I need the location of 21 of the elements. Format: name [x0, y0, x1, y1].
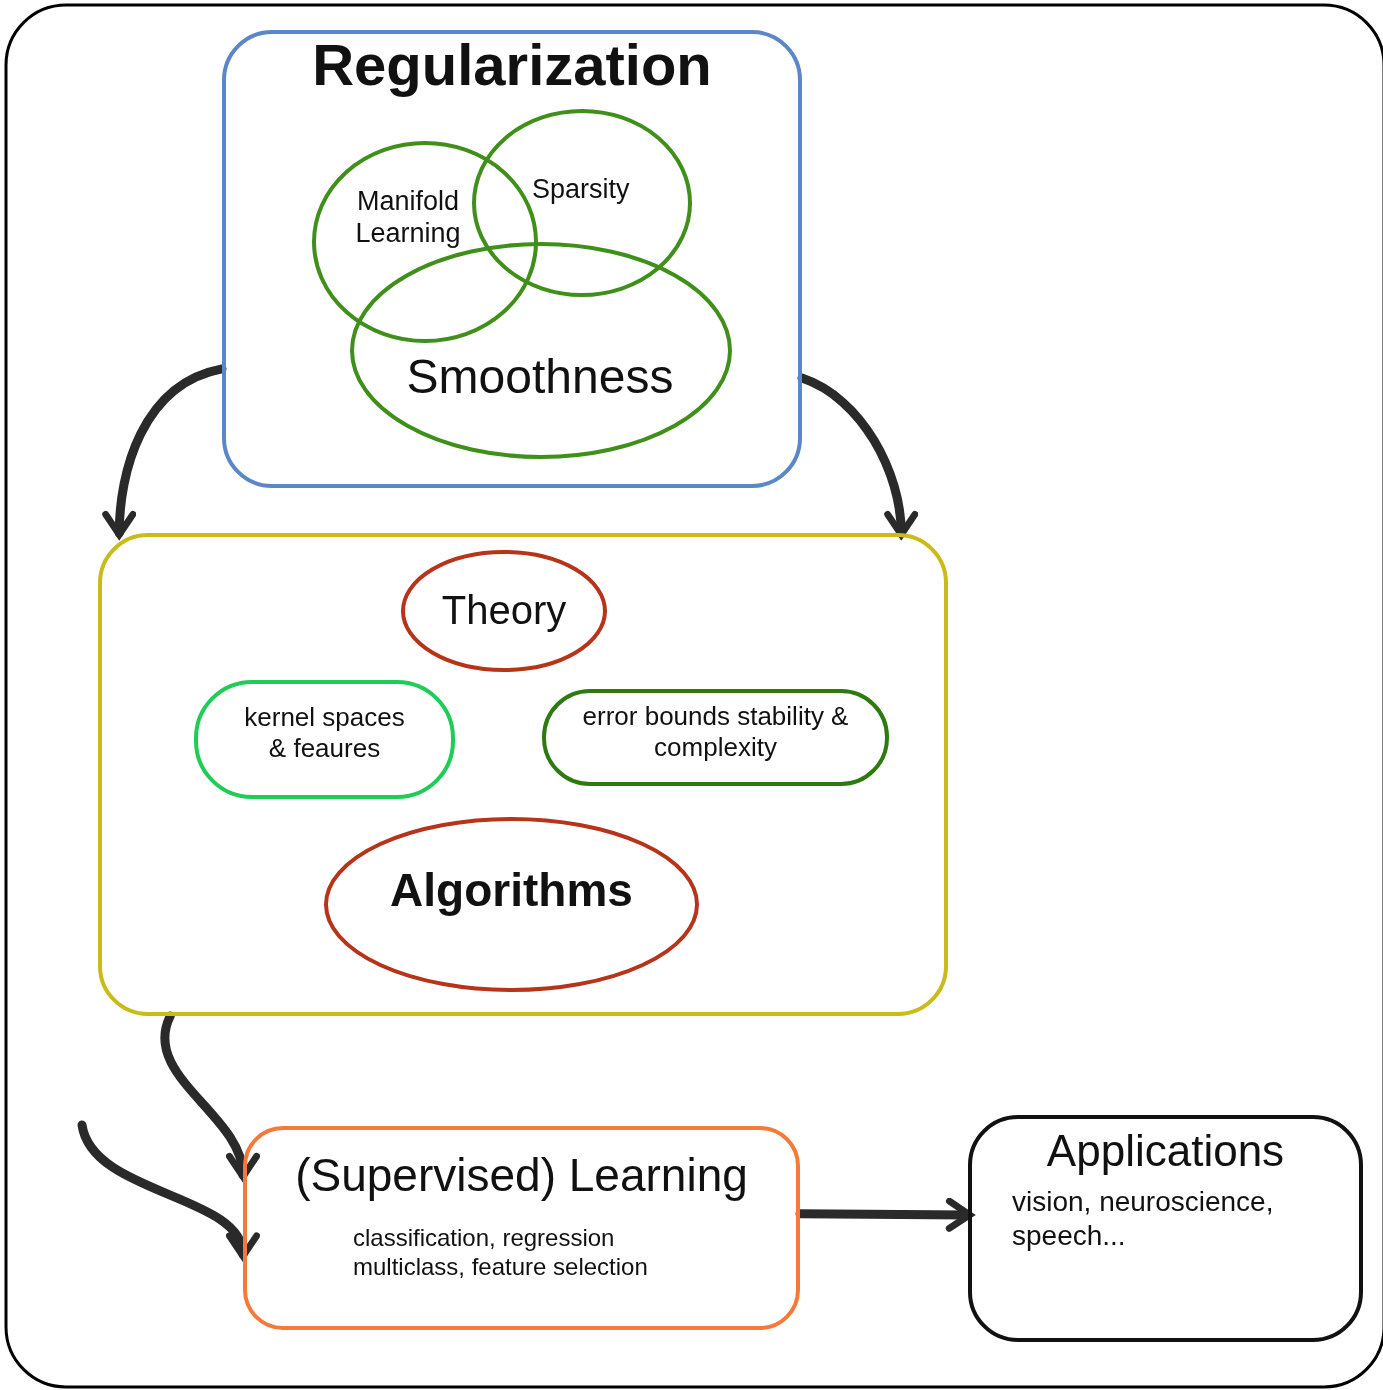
- ellipse-label: Smoothness: [405, 349, 675, 405]
- box-title: (Supervised) Learning: [294, 1148, 749, 1203]
- topic-label: Algorithms: [389, 863, 634, 918]
- box-title: Applications: [1045, 1125, 1286, 1177]
- box-description: classification, regression multiclass, feature selection: [353, 1224, 649, 1282]
- box-description: vision, neuroscience, speech...: [1012, 1185, 1275, 1253]
- topic-label: error bounds stability & complexity: [581, 701, 850, 764]
- circle-label: Sparsity: [532, 173, 631, 206]
- topic-box: [542, 689, 889, 786]
- group-box: [98, 533, 948, 1016]
- venn-circle: [472, 109, 692, 297]
- process-box: [243, 1126, 800, 1330]
- topic-label: Theory: [440, 587, 568, 634]
- topic-ellipse: [401, 550, 607, 672]
- topic-label: kernel spaces & feaures: [243, 702, 406, 765]
- process-box: [968, 1115, 1363, 1342]
- topic-box: [194, 680, 455, 799]
- topic-ellipse: [324, 817, 699, 992]
- title: Regularization: [311, 31, 713, 99]
- group-box: [222, 30, 802, 488]
- circle-label: Manifold Learning: [354, 185, 462, 250]
